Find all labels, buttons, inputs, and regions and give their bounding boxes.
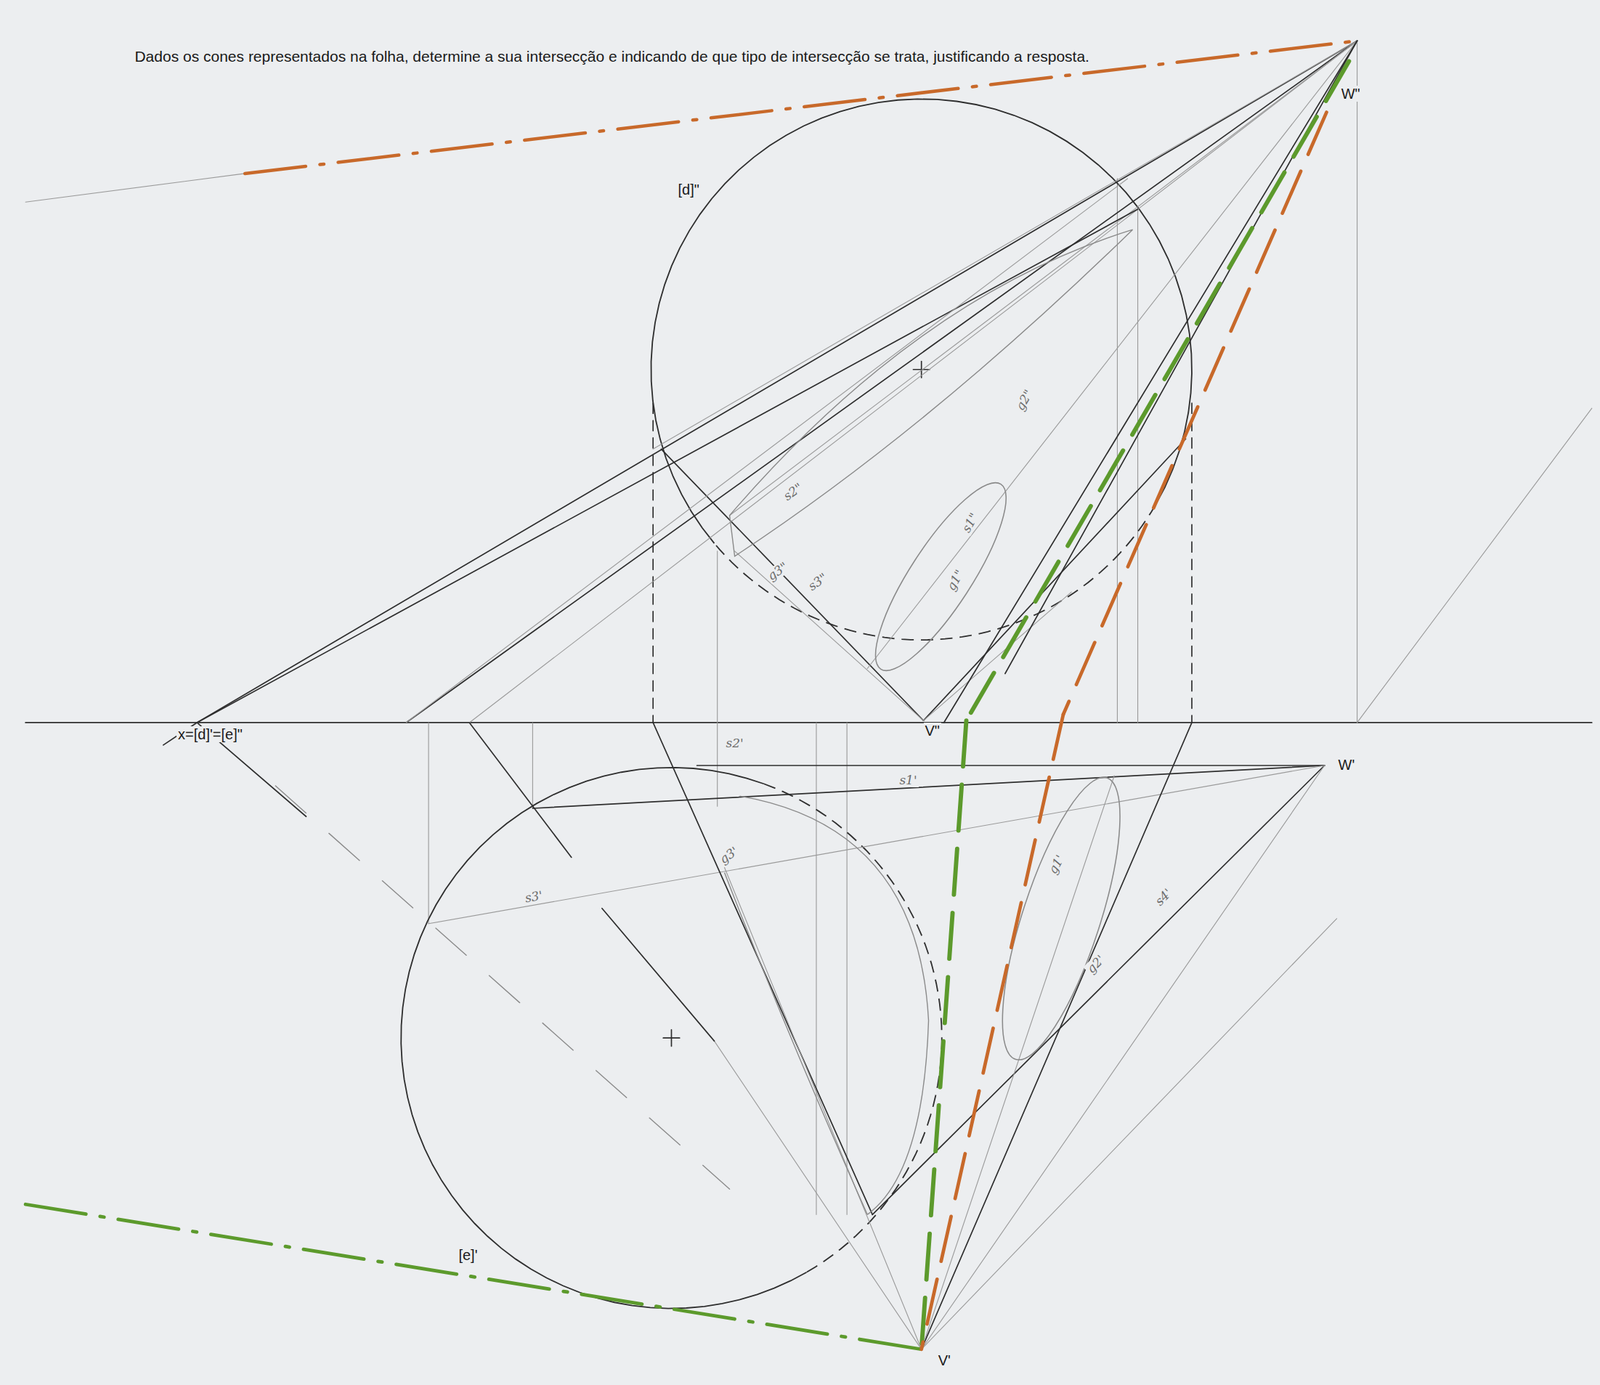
handwritten-label: g3' — [715, 843, 742, 868]
cone-base-circle — [400, 767, 807, 1309]
projection-label: W" — [1339, 85, 1362, 102]
construction-line — [25, 1204, 922, 1350]
construction-line — [1356, 40, 1358, 723]
handwritten-label: g1' — [1045, 851, 1068, 879]
construction-line — [1191, 403, 1193, 723]
projection-label: V" — [923, 722, 942, 739]
construction-line — [923, 438, 1187, 721]
projection-label: [e]' — [456, 1247, 479, 1264]
construction-line — [921, 765, 1325, 1350]
handwritten-label: g2" — [1012, 386, 1037, 414]
construction-line — [428, 765, 1325, 924]
handwritten-label: s4' — [1151, 885, 1176, 910]
construction-line — [872, 765, 1325, 1215]
construction-line — [815, 722, 817, 1215]
construction-line — [652, 40, 1357, 449]
intersection-curve — [729, 229, 1134, 557]
construction-line — [697, 764, 1325, 767]
construction-line — [716, 551, 718, 807]
projection-label: W' — [1337, 756, 1357, 773]
construction-line — [966, 61, 1350, 721]
construction-line — [405, 178, 1128, 723]
construction-line — [923, 591, 1072, 721]
projection-label: V' — [936, 1352, 953, 1369]
projection-label: [d]" — [676, 181, 701, 198]
construction-line — [25, 173, 245, 202]
handwritten-label: s2' — [724, 736, 746, 751]
construction-line — [671, 1029, 673, 1046]
handwritten-label: s3" — [803, 570, 831, 595]
instruction-title: Dados os cones representados na folha, d… — [134, 47, 1089, 65]
construction-line — [196, 40, 1357, 723]
construction-line — [275, 785, 730, 1189]
construction-line — [469, 722, 571, 858]
construction-line — [196, 209, 1138, 723]
construction-line — [867, 40, 1357, 669]
construction-line — [1137, 209, 1139, 723]
construction-line — [944, 40, 1358, 723]
handwritten-label: g1" — [943, 565, 968, 594]
construction-line — [532, 765, 1325, 809]
intersection-curve — [854, 467, 1027, 686]
construction-line — [921, 722, 1192, 1350]
handwritten-label: s3' — [522, 888, 545, 905]
intersection-curve — [978, 765, 1144, 1072]
construction-line — [1357, 408, 1593, 723]
construction-line — [724, 867, 922, 1350]
construction-line — [602, 908, 715, 1042]
handwritten-label: s1' — [897, 773, 919, 788]
intersection-curve — [724, 796, 929, 1215]
handwritten-label: s1" — [958, 509, 982, 536]
construction-line — [921, 775, 1115, 1350]
construction-line — [1117, 178, 1118, 723]
construction-line — [729, 40, 1358, 515]
construction-line — [1063, 112, 1327, 715]
construction-line — [428, 722, 430, 924]
construction-line — [921, 714, 1064, 1350]
handwritten-label: g2' — [1082, 951, 1109, 977]
construction-line — [660, 448, 924, 721]
construction-line — [469, 40, 1357, 723]
handwritten-label: s2" — [780, 480, 807, 505]
cone-base-circle — [764, 783, 942, 1272]
construction-line — [713, 1040, 921, 1349]
construction-line — [846, 722, 848, 1215]
projection-label: x=[d]'=[e]" — [176, 726, 245, 743]
construction-line — [921, 918, 1338, 1350]
construction-line — [734, 551, 924, 721]
construction-line — [532, 722, 534, 809]
construction-line — [652, 403, 654, 723]
construction-line — [405, 40, 1357, 723]
